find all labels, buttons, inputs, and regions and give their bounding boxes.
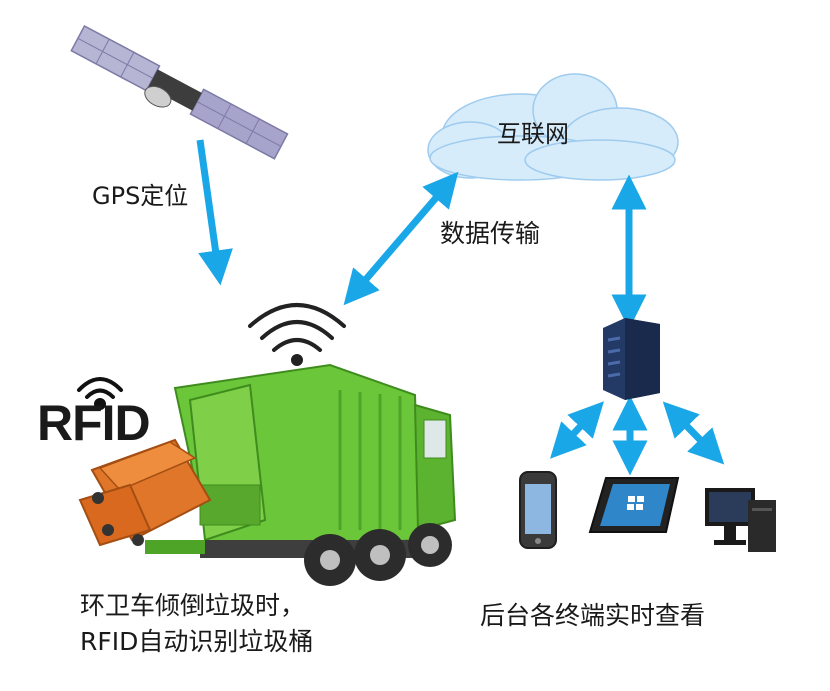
transmission-arrow <box>343 171 459 306</box>
connection-arrows <box>196 139 725 476</box>
truck-caption: 环卫车倾倒垃圾时， RFID自动识别垃圾桶 <box>80 588 313 660</box>
server-desktop-arrow <box>662 401 725 465</box>
server-phone-arrow <box>550 401 604 459</box>
rfid-wifi-icon <box>77 377 123 410</box>
truck-caption-line-1: 环卫车倾倒垃圾时， <box>80 591 306 620</box>
cloud-icon <box>427 73 679 181</box>
waste-bin-icon <box>78 438 212 547</box>
wifi-signal-icon <box>248 303 346 366</box>
gps-label: GPS定位 <box>92 182 189 210</box>
truck-caption-line-2: RFID自动识别垃圾桶 <box>80 627 314 656</box>
server-icon <box>603 318 660 400</box>
smartphone-icon <box>519 471 557 549</box>
desktop-icon <box>705 488 776 552</box>
rfid-label: RFID <box>37 395 151 451</box>
gps-arrow <box>196 139 233 286</box>
satellite-icon <box>70 24 289 160</box>
garbage-truck-icon <box>145 363 457 586</box>
backend-caption: 后台各终端实时查看 <box>480 601 706 630</box>
tablet-icon <box>588 477 680 533</box>
internet-label: 互联网 <box>497 120 569 148</box>
transmission-label: 数据传输 <box>440 219 541 248</box>
